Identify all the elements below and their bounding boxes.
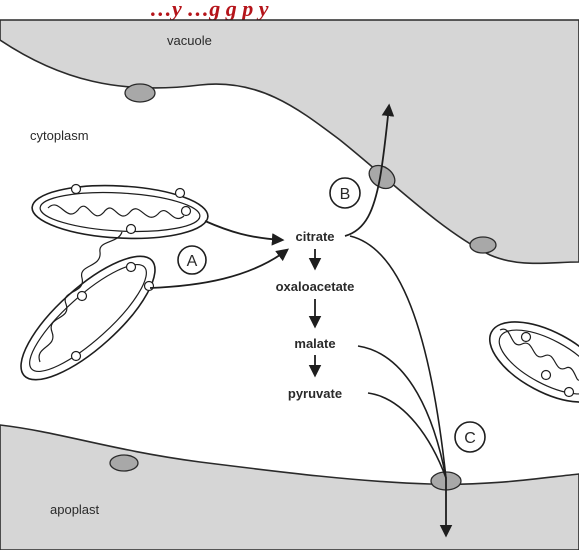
cropped-title-text: …y …g g p y — [150, 0, 269, 21]
mitochondrion-upper — [31, 181, 209, 242]
arrow-mito-lower-to-citrate — [150, 250, 287, 288]
plasma-membrane-transporter-left — [110, 455, 138, 471]
curve-citrate-efflux — [350, 236, 446, 478]
vacuole-label: vacuole — [167, 33, 212, 48]
oxaloacetate-label: oxaloacetate — [276, 279, 355, 294]
marker-a-label: A — [187, 253, 198, 270]
vacuole-transporter-right — [470, 237, 496, 253]
marker-b-label: B — [340, 186, 351, 203]
curve-pyruvate-efflux — [368, 393, 446, 478]
curve-malate-efflux — [358, 346, 446, 478]
citrate-label: citrate — [295, 229, 334, 244]
cytoplasm-label: cytoplasm — [30, 128, 89, 143]
malate-label: malate — [294, 336, 335, 351]
pyruvate-label: pyruvate — [288, 386, 342, 401]
vacuole-transporter — [125, 84, 155, 102]
arrow-mito-upper-to-citrate — [205, 221, 282, 240]
mitochondrion-right — [477, 305, 579, 418]
marker-c: C — [455, 422, 485, 452]
apoplast-label: apoplast — [50, 502, 100, 517]
marker-b: B — [330, 178, 360, 208]
apoplast-region — [0, 425, 579, 550]
marker-c-label: C — [464, 430, 476, 447]
marker-a: A — [178, 246, 206, 274]
mitochondrion-lower — [4, 232, 172, 398]
